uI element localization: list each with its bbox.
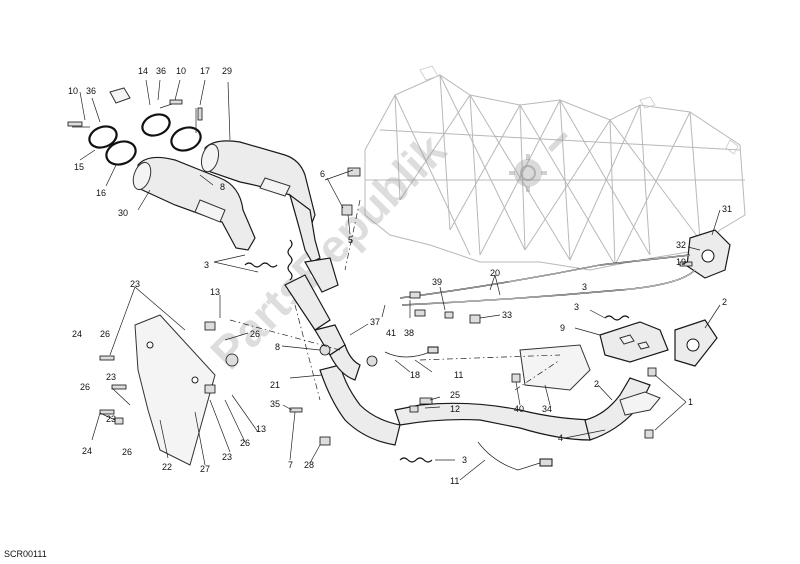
callout: 1 [688,397,693,407]
callout: 11 [450,476,459,486]
callout: 23 [222,452,232,462]
silencer-clamps [72,87,202,166]
callout: 36 [156,66,166,76]
drawing-code: SCR00111 [4,549,47,559]
callout: 6 [320,169,325,179]
callout: 40 [514,404,524,414]
callout: 38 [404,328,414,338]
callout: 32 [676,240,686,250]
central-exhaust-pipes [284,193,718,446]
callout: 16 [96,188,106,198]
callout: 12 [450,404,460,414]
callout: 26 [250,329,260,339]
callout: 7 [288,460,293,470]
callout: 10 [68,86,78,96]
callout: 23 [130,279,140,289]
callout: 8 [275,342,280,352]
callout: 9 [560,323,565,333]
callout: 33 [502,310,512,320]
callout: 26 [100,329,110,339]
exhaust-valve-actuator [399,229,731,306]
callout: 25 [450,390,460,400]
callout: 31 [722,204,732,214]
callout: 13 [210,287,220,297]
callout: 10 [176,66,186,76]
callout-numbers: 10 36 14 36 10 17 29 15 16 30 8 6 5 3 3 … [68,66,732,486]
callout: 14 [138,66,148,76]
callout: 2 [594,379,599,389]
callout: 24 [82,446,92,456]
callout: 21 [270,380,280,390]
callout: 39 [432,277,442,287]
callout: 30 [118,208,128,218]
callout: 19 [676,257,686,267]
callout: 29 [222,66,232,76]
gear-logo-icon [509,132,568,192]
callout: 18 [410,370,420,380]
callout: 23 [106,372,116,382]
callout: 35 [270,399,280,409]
callout: 17 [200,66,210,76]
upper-silencer [200,140,316,231]
lower-silencer [132,156,256,251]
lambda-sensors [384,346,553,471]
small-shield-panel [519,344,591,391]
callout: 22 [162,462,172,472]
callout: 23 [106,414,116,424]
callout: 3 [582,282,587,292]
callout: 24 [72,329,82,339]
callout: 11 [454,370,463,380]
callout: 2 [722,297,727,307]
callout: 3 [462,455,467,465]
callout: 41 [386,328,396,338]
callout: 34 [542,404,552,414]
callout: 5 [348,235,353,245]
callout: 26 [122,447,132,457]
callout: 3 [574,302,579,312]
callout: 27 [200,464,210,474]
callout: 26 [80,382,90,392]
callout: 36 [86,86,96,96]
callout: 13 [256,424,266,434]
callout: 4 [558,433,563,443]
heat-shield [134,314,216,466]
callout: 28 [304,460,314,470]
springs [244,239,630,463]
callout: 20 [490,268,500,278]
callout: 3 [204,260,209,270]
callout: 8 [220,182,225,192]
callout: 15 [74,162,84,172]
callout: 37 [370,317,380,327]
fasteners [67,99,693,446]
motorcycle-frame-outline [364,65,746,271]
leader-lines [79,79,721,481]
callout: 26 [240,438,250,448]
